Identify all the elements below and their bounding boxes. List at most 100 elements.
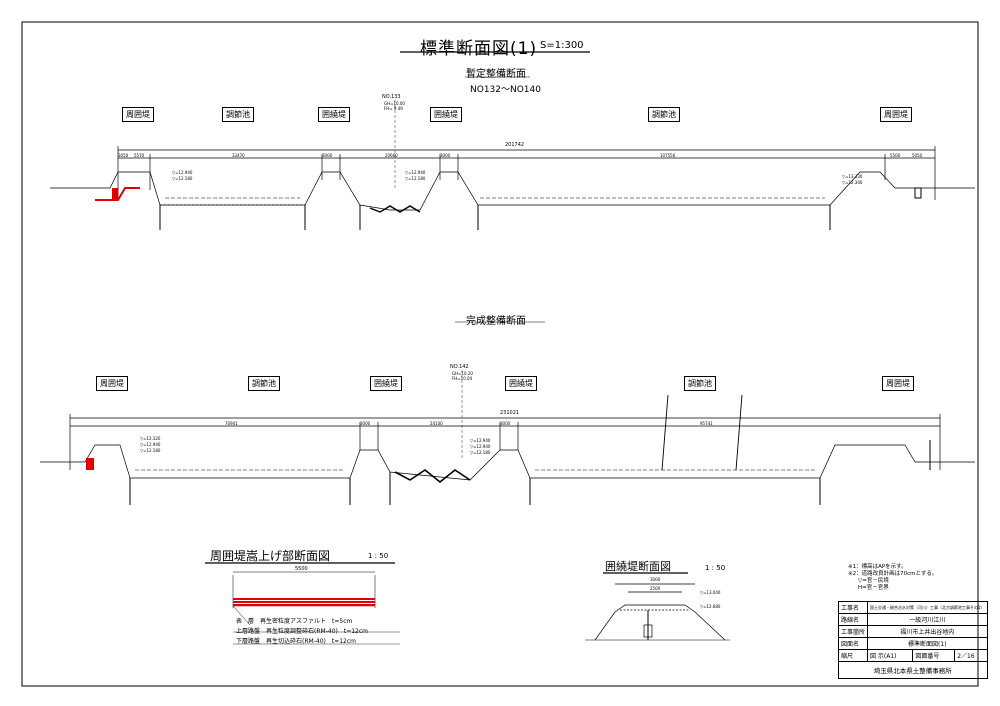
prov-dim: 5050 — [912, 153, 923, 158]
final-section — [40, 394, 975, 505]
prov-dim: 5500 — [890, 153, 901, 158]
prov-station-gh: GH=10.00 — [384, 101, 405, 106]
final-dim: 24100 — [430, 421, 443, 426]
title-row: 工事名 国土交通・総合治水対策（河川）工事（北方調節池工事その1） — [837, 601, 988, 614]
title-block: 工事名 国土交通・総合治水対策（河川）工事（北方調節池工事その1） 路線名 一級… — [837, 601, 988, 679]
prov-right-box — [914, 187, 922, 199]
final-title: 完成整備断面 — [466, 316, 526, 327]
final-station-label: NO.142 — [450, 364, 469, 370]
final-zone-label: 囲繞堤 — [505, 376, 537, 391]
final-zone-label: 周囲堤 — [882, 376, 914, 391]
note-line: ▽=官－民境 — [858, 578, 889, 584]
title-key: 図面名 — [837, 637, 869, 650]
final-wl: ▽=12.940 — [140, 442, 161, 447]
note-line: H=官－官界 — [858, 585, 889, 591]
detail-right-drawing — [585, 572, 730, 641]
pavement-surface-layer — [233, 598, 375, 600]
prov-zone-label: 囲繞堤 — [318, 107, 350, 122]
prov-dim: 20660 — [385, 153, 398, 158]
title-row: 埼玉県北本県土整備事務所 — [838, 661, 988, 679]
scale-key: 縮尺 — [837, 649, 869, 662]
layer-spec: 再生粒度調整砕石(RM-40) t=12cm — [266, 628, 369, 635]
final-zone-label: 調節池 — [248, 376, 280, 391]
title-row: 工事箇所 福川市上井出谷地内 — [837, 625, 988, 638]
prov-dim: 5570 — [134, 153, 145, 158]
prov-dim: 107556 — [660, 153, 676, 158]
prov-red-drain — [95, 187, 140, 201]
sheet-scale: S=1:300 — [540, 40, 584, 51]
prov-station-label: NO.133 — [382, 94, 401, 100]
prov-zone-label: 囲繞堤 — [430, 107, 462, 122]
upper-base-layer — [233, 601, 375, 603]
prov-wl: ▽=12.180 — [405, 176, 426, 181]
final-wl: ▽=12.180 — [140, 448, 161, 453]
final-zone-label: 周囲堤 — [96, 376, 128, 391]
sheet-title: 標準断面図(1) — [420, 39, 538, 59]
detail-right-title: 囲繞堤断面図 — [605, 560, 671, 573]
provisional-section — [50, 146, 975, 230]
final-zone-label: 調節池 — [684, 376, 716, 391]
title-key: 工事箇所 — [837, 625, 869, 638]
sheet-value: 2／16 — [954, 649, 988, 662]
final-dim: 3000 — [360, 421, 371, 426]
layer-name: 下層路盤 — [236, 638, 261, 645]
provisional-title: 暫定整備断面 — [466, 69, 526, 80]
prov-dim: 3000 — [440, 153, 451, 158]
prov-wl: ▽=12.940 — [405, 170, 426, 175]
prov-dim: 33470 — [232, 153, 245, 158]
prov-zone-label: 周囲堤 — [122, 107, 154, 122]
detail-right-width-top: 3000 — [650, 577, 661, 582]
final-wl: ▽=12.320 — [140, 436, 161, 441]
detail-left-scale: 1 : 50 — [368, 552, 389, 560]
layer-spec: 再生切込砕石(RM-40) t=12cm — [266, 638, 357, 645]
layer-row-lower: 下層路盤 再生切込砕石(RM-40) t=12cm — [236, 636, 356, 645]
title-value: 国土交通・総合治水対策（河川）工事（北方調節池工事その1） — [867, 601, 988, 614]
note-line: ※1：標高はAPを示す。 — [848, 564, 907, 570]
detail-right-scale: 1 : 50 — [705, 564, 726, 572]
prov-wl: ▽=12.340 — [842, 180, 863, 185]
final-wl: ▽=12.940 — [470, 444, 491, 449]
detail-left-width: 5500 — [295, 566, 308, 572]
office-name: 埼玉県北本県土整備事務所 — [838, 661, 988, 679]
notes-block: ※1：標高はAPを示す。 ※2：道路改良計画は70cmとする。 ▽=官－民境 H… — [848, 564, 937, 592]
layer-row-surface: 表 層 再生密粒度アスファルト t=5cm — [236, 616, 352, 625]
prov-red-box — [112, 188, 118, 200]
layer-name: 上層路盤 — [236, 628, 261, 635]
final-dim: 95741 — [700, 421, 713, 426]
prov-wl: ▽=12.940 — [172, 170, 193, 175]
layer-name: 表 層 — [236, 618, 255, 625]
title-value: 福川市上井出谷地内 — [867, 625, 988, 638]
final-total-width: 231021 — [500, 410, 520, 416]
prov-total-width: 201742 — [505, 142, 525, 148]
prov-wl: ▽=13.330 — [842, 174, 863, 179]
prov-station-fh: FH= 9.49 — [384, 106, 403, 111]
final-wl: ▽=12.180 — [470, 450, 491, 455]
embankment-profile — [594, 604, 726, 641]
final-wl: ▽=12.940 — [470, 438, 491, 443]
final-break-line-2 — [735, 394, 743, 471]
title-key: 工事名 — [837, 601, 869, 614]
final-ground-line — [40, 444, 975, 481]
layer-row-upper: 上層路盤 再生粒度調整砕石(RM-40) t=12cm — [236, 626, 368, 635]
prov-ground-line — [50, 171, 975, 211]
final-station-gh: GH=10.20 — [452, 371, 473, 376]
detail-right-wl: ▽=12.680 — [700, 604, 721, 609]
note-line: ※2：道路改良計画は70cmとする。 — [848, 571, 938, 577]
detail-right-wl: ▽=13.040 — [700, 590, 721, 595]
title-value: 一級河川江川 — [867, 613, 988, 626]
title-row: 路線名 一級河川江川 — [837, 613, 988, 626]
prov-zone-label: 調節池 — [222, 107, 254, 122]
lower-base-layer — [233, 604, 375, 606]
prov-riverbed — [369, 205, 421, 213]
prov-zone-label: 調節池 — [648, 107, 680, 122]
final-dim: 3000 — [500, 421, 511, 426]
prov-wl: ▽=12.180 — [172, 176, 193, 181]
final-riverbed — [394, 469, 471, 484]
detail-right-width-inner: 2500 — [650, 586, 661, 591]
sheet-frame — [21, 21, 979, 687]
title-row: 図面名 標準断面図(1) — [837, 637, 988, 650]
scale-value: 図 示(A1) — [867, 649, 914, 662]
prov-dim: 3000 — [322, 153, 333, 158]
